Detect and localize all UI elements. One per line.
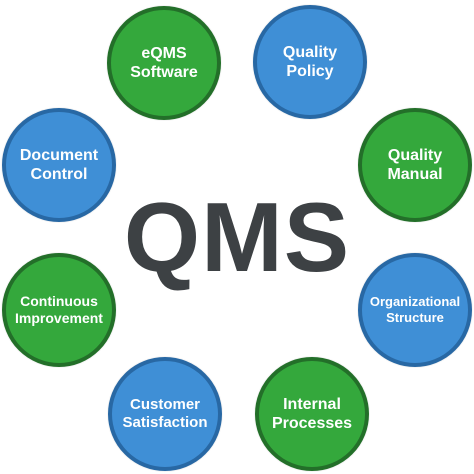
node-quality-policy: Quality Policy [253, 5, 367, 119]
node-label: Document Control [19, 146, 99, 183]
node-customer-satisfaction: Customer Satisfaction [108, 357, 222, 471]
node-label: Quality Policy [282, 43, 338, 80]
node-label: Continuous Improvement [15, 293, 103, 326]
node-eqms-software: eQMS Software [107, 6, 221, 120]
node-label: Organizational Structure [369, 294, 461, 325]
node-document-control: Document Control [2, 108, 116, 222]
node-organizational-structure: Organizational Structure [358, 253, 472, 367]
node-quality-manual: Quality Manual [358, 108, 472, 222]
node-label: Internal Processes [271, 395, 353, 432]
node-label: eQMS Software [130, 44, 198, 81]
center-title: QMS [123, 181, 351, 292]
node-label: Customer Satisfaction [122, 396, 208, 431]
node-continuous-improvement: Continuous Improvement [2, 253, 116, 367]
node-label: Quality Manual [387, 146, 443, 183]
node-internal-processes: Internal Processes [255, 357, 369, 471]
